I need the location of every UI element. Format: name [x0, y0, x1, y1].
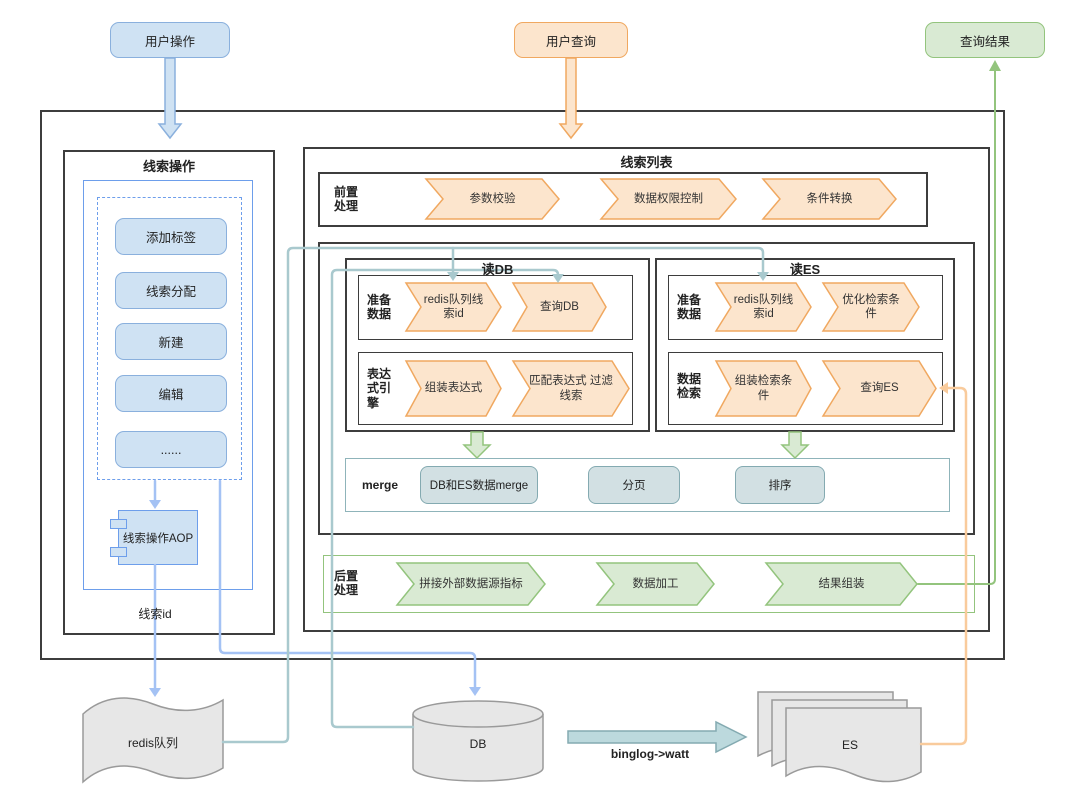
node-user-action: 用户操作: [110, 22, 230, 58]
data-search-label: 数据检索: [677, 372, 702, 401]
post-step-result-assemble: 结果组装: [764, 562, 918, 606]
lead-id-label: 线索id: [138, 607, 172, 621]
step-redis-lead-id-db: redis队列线索id: [404, 282, 502, 332]
step-build-search: 组装检索条件: [714, 360, 812, 417]
op-item-edit: 编辑: [115, 375, 227, 412]
aop-component-tab-bottom: [110, 547, 127, 557]
db-cylinder-top: [412, 700, 544, 728]
step-match-expr-filter: 匹配表达式 过滤线索: [511, 360, 630, 417]
pre-step-condition: 条件转换: [761, 178, 897, 220]
aop-component-tab-top: [110, 519, 127, 529]
node-user-query: 用户查询: [514, 22, 628, 58]
post-step-external-metrics: 拼接外部数据源指标: [395, 562, 546, 606]
step-build-expr: 组装表达式: [404, 360, 502, 417]
merge-item-db-es-merge: DB和ES数据merge: [420, 466, 538, 504]
merge-item-paging: 分页: [588, 466, 680, 504]
read-es-prep-label: 准备数据: [677, 293, 702, 322]
op-item-create: 新建: [115, 323, 227, 360]
es-stack-shape: [757, 691, 922, 783]
step-query-db: 查询DB: [511, 282, 607, 332]
op-item-assign: 线索分配: [115, 272, 227, 309]
lead-ops-title: 线索操作: [142, 159, 195, 174]
merge-item-sort: 排序: [735, 466, 825, 504]
op-item-add-tag: 添加标签: [115, 218, 227, 255]
pre-step-permission: 数据权限控制: [599, 178, 737, 220]
es-label: ES: [841, 738, 858, 752]
read-es-title: 读ES: [789, 262, 821, 277]
post-process-label: 后置处理: [334, 569, 359, 598]
expr-engine-label: 表达式引擎: [367, 367, 392, 410]
op-item-more: ......: [115, 431, 227, 468]
post-step-data-process: 数据加工: [595, 562, 715, 606]
result-arrowhead: [989, 60, 1001, 71]
step-query-es: 查询ES: [821, 360, 937, 417]
read-db-title: 读DB: [481, 262, 514, 277]
merge-label: merge: [362, 478, 399, 492]
pre-process-label: 前置处理: [334, 185, 359, 214]
binlog-sync-label: binglog->watt: [610, 747, 690, 761]
read-db-prep-label: 准备数据: [367, 293, 392, 322]
redis-queue-label: redis队列: [127, 736, 178, 750]
lead-list-title: 线索列表: [620, 155, 673, 170]
node-query-result: 查询结果: [925, 22, 1045, 58]
aop-component: 线索操作AOP: [118, 510, 198, 565]
db-label: DB: [469, 737, 487, 751]
step-optimize-search: 优化检索条件: [821, 282, 920, 332]
step-redis-lead-id-es: redis队列线索id: [714, 282, 812, 332]
pre-step-param-check: 参数校验: [424, 178, 560, 220]
